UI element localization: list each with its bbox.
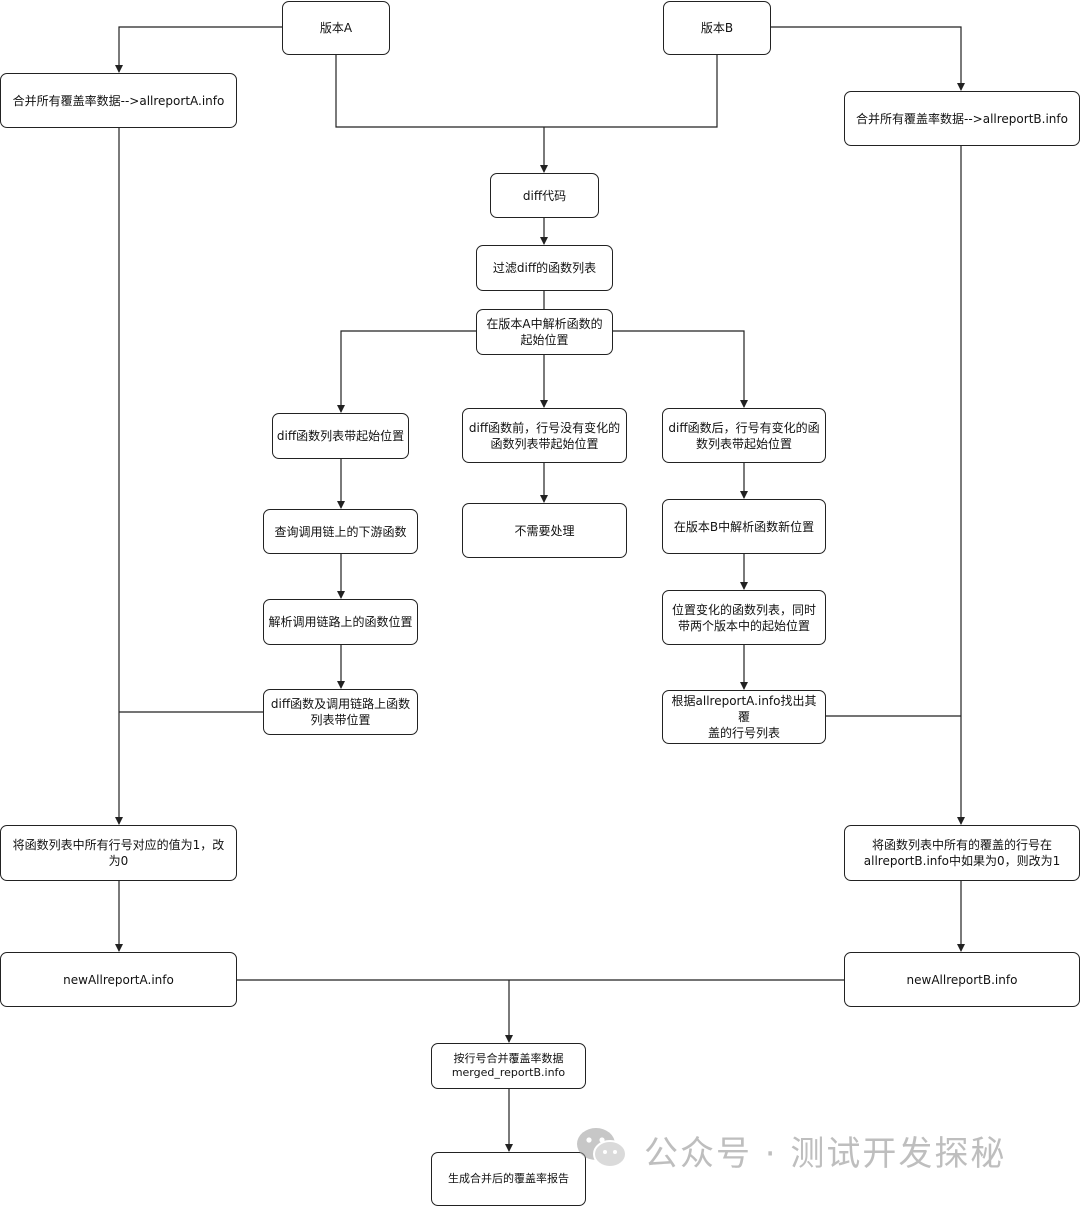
edge-parseA-to-diffFuncs (337, 330, 476, 413)
node-diff-and-chain-functions: diff函数及调用链路上函数 列表带位置 (263, 689, 418, 735)
node-diff-code: diff代码 (490, 173, 599, 218)
edge-versionB-to-mergeB (770, 26, 965, 91)
edge-versionA-to-mergeA (115, 26, 282, 73)
node-after-diff-changed: diff函数后，行号有变化的函 数列表带起始位置 (662, 408, 826, 463)
node-new-allreport-b: newAllreportB.info (844, 952, 1080, 1007)
node-before-diff-unchanged: diff函数前，行号没有变化的 函数列表带起始位置 (462, 408, 627, 463)
node-set-lines-to-zero: 将函数列表中所有行号对应的值为1，改 为0 (0, 825, 237, 881)
node-parse-chain-positions: 解析调用链路上的函数位置 (263, 599, 418, 645)
node-query-downstream: 查询调用链上的下游函数 (263, 509, 418, 554)
edge-versionA-join (335, 55, 718, 128)
node-no-processing: 不需要处理 (462, 503, 627, 558)
node-merge-by-line: 按行号合并覆盖率数据 merged_reportB.info (431, 1043, 586, 1089)
node-find-covered-lines: 根据allreportA.info找出其覆 盖的行号列表 (662, 690, 826, 744)
node-version-a: 版本A (282, 1, 390, 55)
node-set-lines-to-one: 将函数列表中所有的覆盖的行号在 allreportB.info中如果为0，则改为… (844, 825, 1080, 881)
node-filter-diff-functions: 过滤diff的函数列表 (476, 245, 613, 291)
wechat-icon (574, 1124, 630, 1176)
node-parse-new-position-b: 在版本B中解析函数新位置 (662, 499, 826, 554)
node-diff-functions-with-start: diff函数列表带起始位置 (272, 413, 409, 459)
edge-parseA-to-after (612, 330, 748, 408)
watermark-text: 公众号 · 测试开发探秘 (644, 1133, 1007, 1174)
node-merge-coverage-a: 合并所有覆盖率数据-->allreportA.info (0, 73, 237, 128)
node-parse-start-in-a: 在版本A中解析函数的 起始位置 (476, 309, 613, 355)
watermark: 公众号 · 测试开发探秘 (574, 1124, 1006, 1176)
node-generate-report: 生成合并后的覆盖率报告 (431, 1152, 586, 1206)
node-new-allreport-a: newAllreportA.info (0, 952, 237, 1007)
node-version-b: 版本B (663, 1, 771, 55)
node-position-changed-list: 位置变化的函数列表，同时 带两个版本中的起始位置 (662, 590, 826, 645)
node-merge-coverage-b: 合并所有覆盖率数据-->allreportB.info (844, 91, 1080, 146)
